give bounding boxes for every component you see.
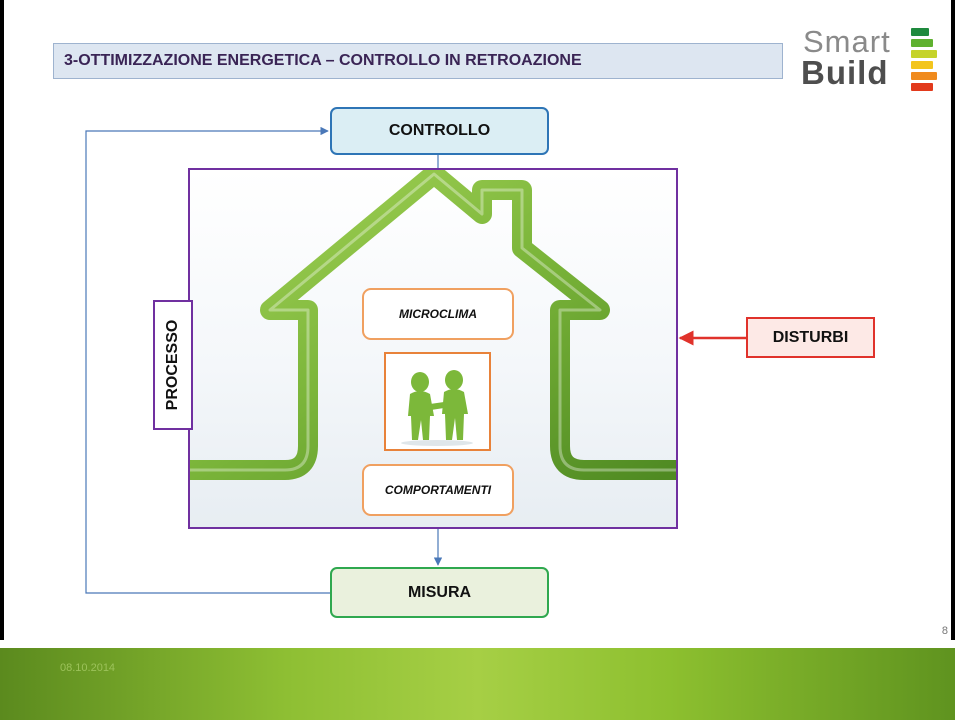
people-box <box>384 352 491 451</box>
process-label-box: PROCESSO <box>153 300 193 430</box>
control-box: CONTROLLO <box>330 107 549 155</box>
process-label: PROCESSO <box>164 319 181 411</box>
microclimate-box: MICROCLIMA <box>362 288 514 340</box>
title-banner: 3-OTTIMIZZAZIONE ENERGETICA – CONTROLLO … <box>53 43 783 79</box>
handshake-people-icon <box>401 370 473 446</box>
measure-box: MISURA <box>330 567 549 618</box>
energy-bars-icon <box>911 28 937 94</box>
smartbuild-logo: Smart Build <box>793 24 943 104</box>
logo-smart-text: Smart <box>803 24 891 59</box>
footer-grass-band: 08.10.2014 <box>0 648 955 720</box>
slide-border-left <box>0 0 4 640</box>
behaviours-box: COMPORTAMENTI <box>362 464 514 516</box>
slide-border-right <box>951 0 955 640</box>
logo-build-text: Build <box>801 54 889 91</box>
slide-title: 3-OTTIMIZZAZIONE ENERGETICA – CONTROLLO … <box>64 52 582 69</box>
disturbances-box: DISTURBI <box>746 317 875 358</box>
footer-date: 08.10.2014 <box>60 662 116 674</box>
page-number: 8 <box>941 625 948 637</box>
feedback-loop-line <box>85 126 330 594</box>
